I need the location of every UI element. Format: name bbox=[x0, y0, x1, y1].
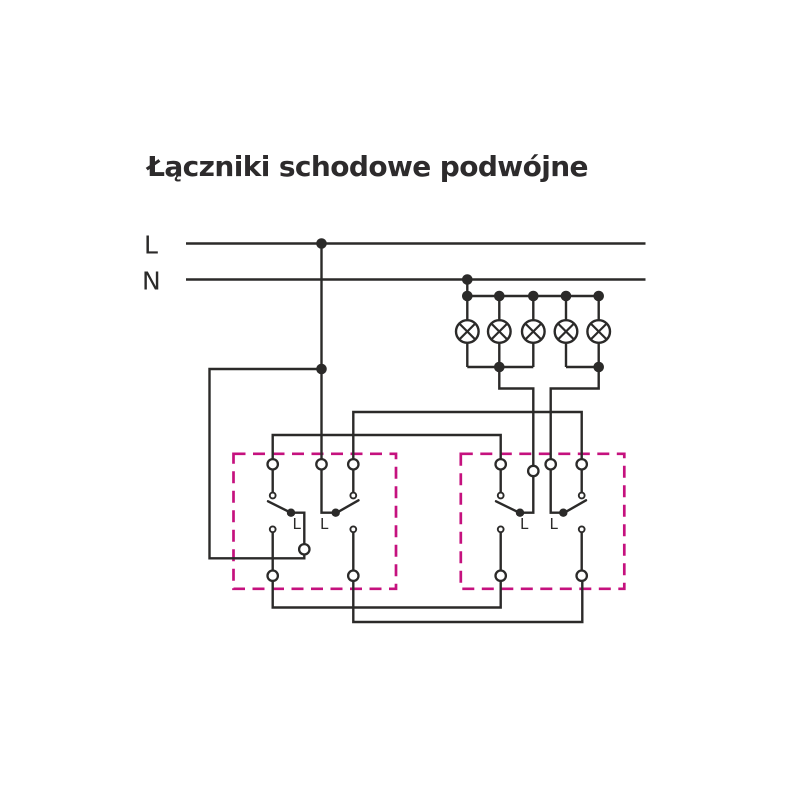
switch-enclosure-right bbox=[459, 452, 626, 591]
junction-dot bbox=[494, 290, 505, 302]
terminal bbox=[526, 464, 540, 478]
junction-dot bbox=[528, 290, 539, 302]
terminal bbox=[494, 569, 508, 583]
switch-right-2: L bbox=[550, 464, 588, 576]
junction-dot bbox=[593, 361, 604, 373]
lever-pivot-dot bbox=[559, 508, 568, 517]
junction-dot bbox=[462, 290, 473, 302]
lever-pivot-dot bbox=[331, 508, 340, 517]
switch-common-label: L bbox=[293, 515, 302, 533]
contact-point bbox=[577, 491, 586, 500]
wiring bbox=[208, 243, 600, 624]
lamp-x-stroke bbox=[524, 322, 542, 341]
terminal bbox=[266, 569, 280, 583]
lamp-icon bbox=[454, 319, 480, 345]
lamp-bank bbox=[454, 319, 612, 345]
wire bbox=[271, 433, 502, 465]
lamp-x-stroke bbox=[490, 322, 508, 341]
wire bbox=[352, 575, 584, 624]
switch-enclosure-left bbox=[232, 452, 398, 591]
contact-point bbox=[349, 525, 358, 534]
lamp-x-stroke bbox=[590, 322, 608, 341]
switch-common-label: L bbox=[320, 515, 329, 533]
switch-common-label: L bbox=[520, 515, 529, 533]
terminal bbox=[346, 457, 360, 471]
wire bbox=[271, 575, 502, 609]
line-rail-label: L bbox=[144, 231, 158, 260]
lamp-icon bbox=[520, 319, 546, 345]
junction-dot bbox=[494, 361, 505, 373]
wire bbox=[320, 243, 336, 514]
terminal bbox=[575, 457, 589, 471]
junction-dots bbox=[316, 238, 604, 375]
terminal bbox=[297, 542, 311, 556]
junction-dot bbox=[316, 238, 327, 249]
contact-point bbox=[349, 491, 358, 500]
terminal bbox=[315, 457, 328, 471]
terminal bbox=[575, 569, 589, 583]
lamp-icon bbox=[553, 319, 579, 345]
lamp-icon bbox=[486, 319, 512, 345]
lamp-icon bbox=[586, 319, 612, 345]
junction-dot bbox=[560, 290, 572, 302]
junction-dot bbox=[462, 274, 473, 285]
lever-pivot-dot bbox=[515, 508, 525, 517]
switch-left-2: L bbox=[320, 464, 360, 576]
contact-point bbox=[496, 525, 505, 534]
switch-common-label: L bbox=[550, 515, 559, 533]
switch-right-1: L bbox=[494, 464, 529, 576]
page-title: Łączniki schodowe podwójne bbox=[147, 150, 589, 183]
terminals bbox=[266, 457, 589, 583]
switch-left-1: L bbox=[266, 464, 306, 576]
lever-pivot-dot bbox=[286, 508, 296, 517]
wire bbox=[498, 367, 535, 514]
terminal bbox=[346, 569, 360, 583]
terminal bbox=[266, 457, 280, 471]
neutral-rail-label: N bbox=[142, 267, 161, 296]
contact-point bbox=[268, 491, 277, 500]
contact-point bbox=[496, 491, 505, 500]
terminal bbox=[494, 457, 508, 471]
lamp-x-stroke bbox=[557, 322, 575, 341]
power-rails: L N bbox=[142, 231, 646, 296]
junction-dot bbox=[593, 290, 604, 302]
junction-dot bbox=[316, 363, 327, 375]
wire bbox=[291, 511, 306, 550]
terminal bbox=[544, 457, 558, 471]
wire bbox=[549, 367, 600, 514]
contact-point bbox=[268, 525, 277, 534]
lamp-x-stroke bbox=[458, 322, 476, 341]
wire bbox=[352, 410, 583, 465]
contact-point bbox=[577, 525, 586, 534]
